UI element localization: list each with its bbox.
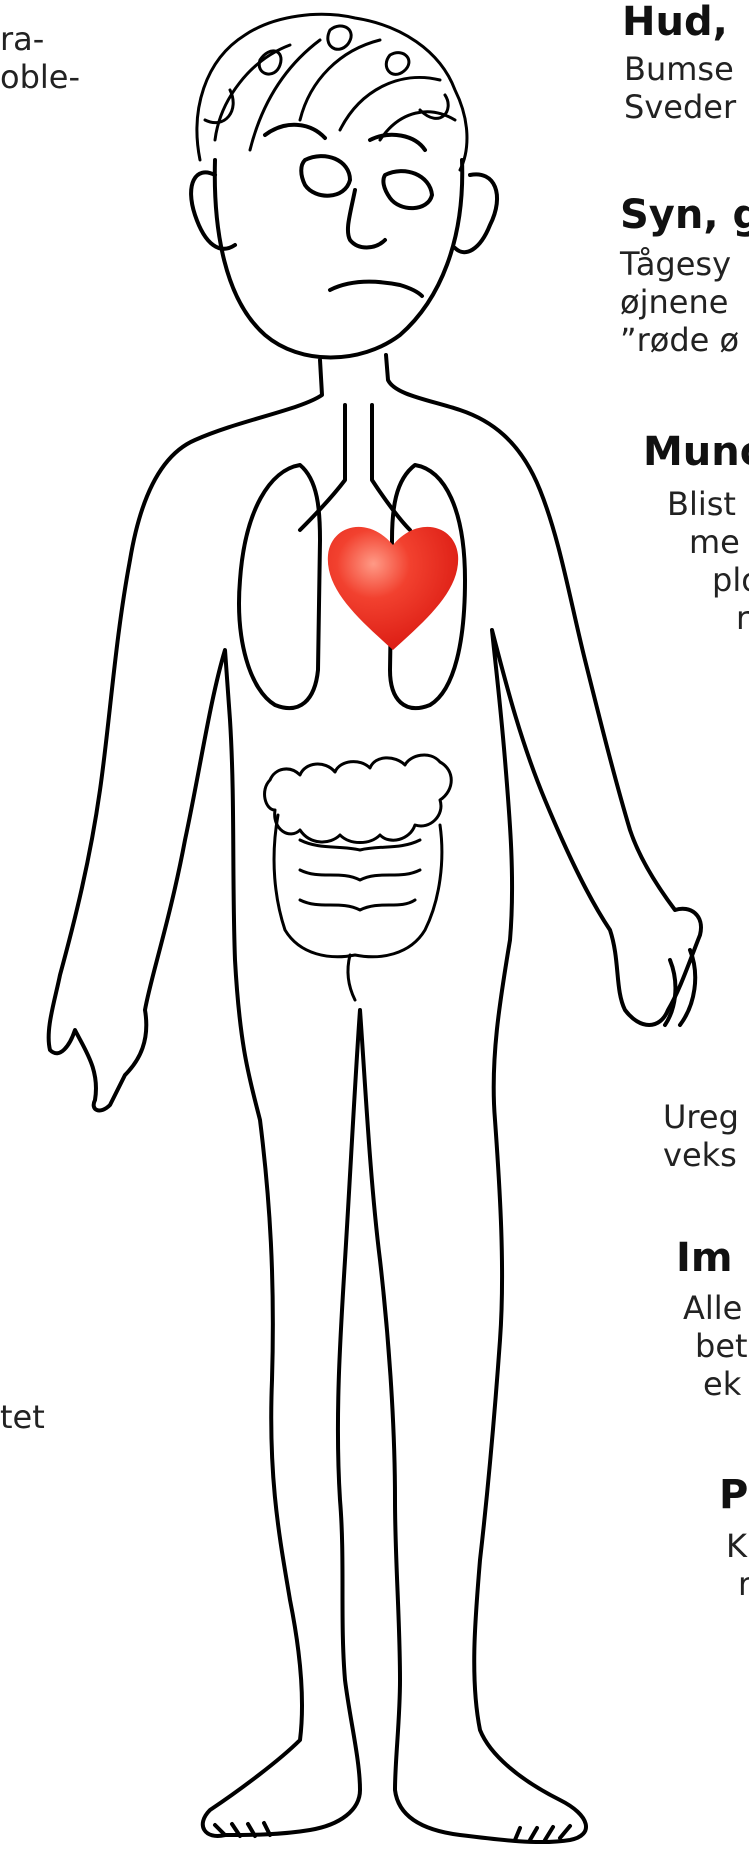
left-text-line: oble- [0, 58, 80, 96]
right-eye [383, 171, 432, 208]
body-line: r [667, 599, 749, 637]
left-text-fragment-1: ra- oble- [0, 20, 80, 96]
section-body: Blist me plo r [667, 485, 749, 637]
section-body: Tågesy øjnene ”røde ø [620, 245, 739, 359]
mouth [330, 282, 422, 296]
left-eye [301, 156, 350, 196]
body-line: Bumse [624, 50, 736, 88]
body-line: r [726, 1565, 749, 1603]
body-line: me [667, 523, 749, 561]
body-line: bet [683, 1327, 748, 1365]
body-line: Ureg [663, 1098, 739, 1136]
section-body: Alle bet ek [683, 1289, 748, 1403]
section-body: Ureg veks [663, 1098, 739, 1174]
heart-icon [328, 527, 458, 650]
body-line: ek [683, 1365, 748, 1403]
body-line: plo [667, 561, 749, 599]
body-line: Blist [667, 485, 749, 523]
left-text-line: ra- [0, 20, 80, 58]
body-line: Alle [683, 1289, 748, 1327]
left-lung [239, 465, 320, 708]
section-heading: Syn, g [620, 193, 749, 237]
section-body: Bumse Sveder [624, 50, 736, 126]
body-line: Sveder [624, 88, 736, 126]
left-text-fragment-2: tet [0, 1398, 45, 1436]
body-line: K [726, 1527, 749, 1565]
section-heading: Hud, [622, 0, 728, 44]
section-heading: Im [676, 1236, 733, 1280]
body-line: veks [663, 1136, 739, 1174]
hair [197, 14, 467, 170]
section-heading: Munc [643, 430, 749, 474]
body-line: ”røde ø [620, 321, 739, 359]
section-heading: P [719, 1473, 748, 1517]
left-text-line: tet [0, 1398, 45, 1436]
section-body: K r [726, 1527, 749, 1603]
face [215, 160, 462, 358]
body-line: øjnene [620, 283, 739, 321]
body-line: Tågesy [620, 245, 739, 283]
intestines [265, 755, 452, 1000]
